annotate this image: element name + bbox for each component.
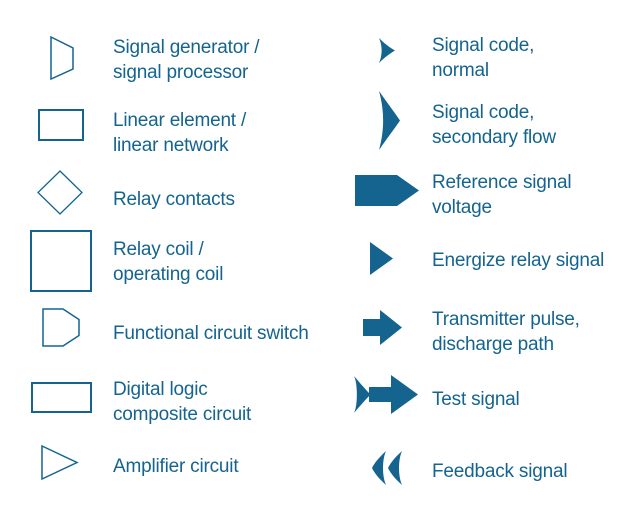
functional-circuit-switch-icon xyxy=(42,308,80,347)
amplifier-circuit-icon xyxy=(41,445,79,481)
legend-label: Signal code, normal xyxy=(432,35,535,81)
legend-label: Signal generator / signal processor xyxy=(113,37,260,83)
energize-relay-icon xyxy=(370,242,393,275)
legend-label: Reference signal voltage xyxy=(432,172,572,218)
legend-label: Relay coil / operating coil xyxy=(113,239,224,285)
legend-label: Functional circuit switch xyxy=(113,323,309,344)
signal-code-secondary-icon xyxy=(379,91,400,150)
digital-logic-icon xyxy=(31,382,92,413)
legend-label: Amplifier circuit xyxy=(113,456,239,477)
legend-label: Signal code, secondary flow xyxy=(432,102,556,148)
legend-label: Test signal xyxy=(432,389,520,410)
legend-label: Digital logic composite circuit xyxy=(113,379,252,425)
signal-code-normal-icon xyxy=(379,38,395,63)
relay-coil-icon xyxy=(30,230,92,292)
linear-element-icon xyxy=(38,109,84,141)
transmitter-pulse-icon xyxy=(363,310,402,345)
legend-label: Energize relay signal xyxy=(432,250,605,271)
feedback-signal-icon xyxy=(372,451,402,485)
test-signal-icon xyxy=(354,375,418,414)
reference-signal-voltage-icon xyxy=(355,175,419,206)
signal-generator-icon xyxy=(50,36,74,80)
legend-label: Linear element / linear network xyxy=(113,110,247,156)
relay-contacts-icon xyxy=(37,170,83,215)
legend-label: Transmitter pulse, discharge path xyxy=(432,309,580,355)
legend-label: Feedback signal xyxy=(432,461,568,482)
legend-label: Relay contacts xyxy=(113,189,235,210)
